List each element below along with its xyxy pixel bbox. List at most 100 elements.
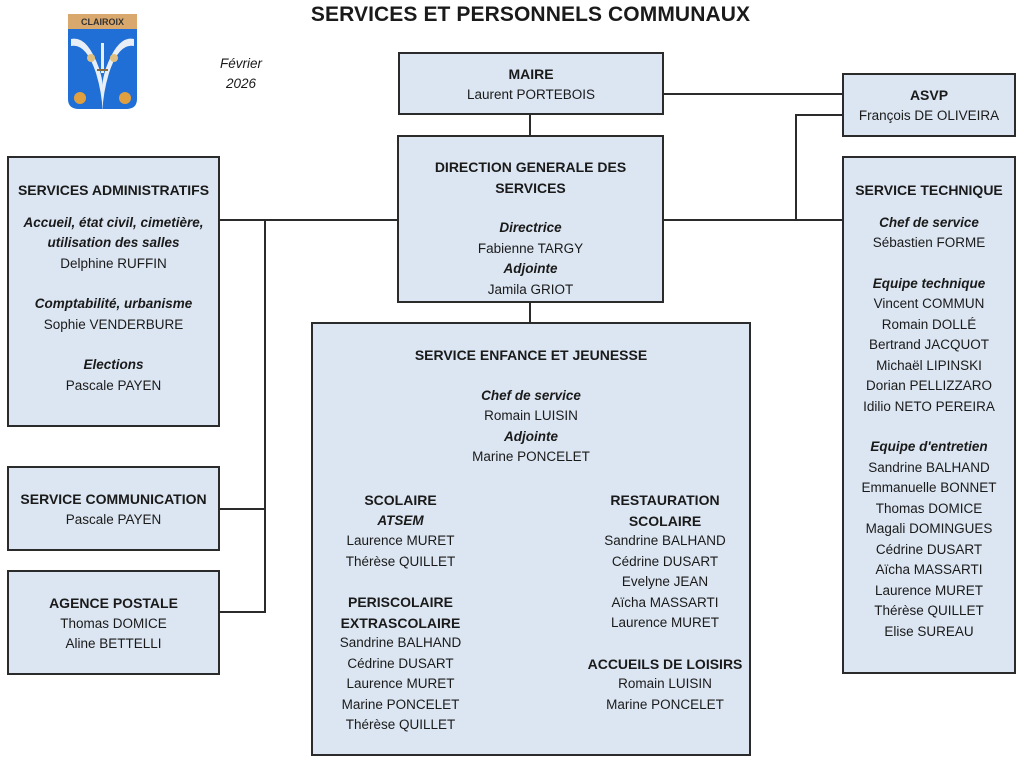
fleur-de-lis-icon	[87, 54, 95, 62]
enfance-left-column: SCOLAIRE ATSEM Laurence MURET Thérèse QU…	[313, 490, 488, 736]
asvp-name: François DE OLIVEIRA	[858, 107, 1000, 123]
admin-role-comptabilite: Comptabilité, urbanisme	[34, 296, 193, 311]
connector-asvp-lower	[795, 114, 843, 116]
enfance-title: SERVICE ENFANCE ET JEUNESSE	[414, 347, 648, 363]
enfance-name-adjointe: Marine PONCELET	[472, 449, 590, 464]
dgs-role-directrice: Directrice	[499, 220, 562, 235]
equipe-technique-member: Bertrand JACQUOT	[868, 337, 990, 352]
equipe-technique-label: Equipe technique	[872, 275, 986, 291]
periscolaire-title-1: PERISCOLAIRE	[347, 594, 453, 610]
technique-role-chef: Chef de service	[879, 214, 979, 230]
asvp-title: ASVP	[909, 87, 949, 103]
scolaire-name: Laurence MURET	[346, 533, 455, 548]
enfance-role-adjointe: Adjointe	[504, 428, 558, 444]
dgs-name-adjointe: Jamila GRIOT	[487, 281, 574, 297]
asvp-box: ASVP François DE OLIVEIRA	[842, 73, 1016, 137]
restauration-name: Aïcha MASSARTI	[611, 594, 719, 610]
maire-name: Laurent PORTEBOIS	[466, 86, 596, 102]
maire-box: MAIRE Laurent PORTEBOIS	[398, 52, 664, 115]
scolaire-subrole: ATSEM	[377, 512, 424, 528]
dgs-role-adjointe: Adjointe	[503, 261, 558, 276]
river-icon	[71, 38, 134, 111]
periscolaire-title-2: EXTRASCOLAIRE	[340, 614, 461, 631]
admin-title: SERVICES ADMINISTRATIFS	[17, 182, 210, 198]
periscolaire-name: Thérèse QUILLET	[345, 717, 456, 732]
fleur-de-lis-icon	[110, 54, 118, 62]
banner	[68, 14, 137, 29]
equipe-entretien-member: Aïcha MASSARTI	[875, 562, 983, 577]
connector-admin-dgs	[219, 219, 398, 221]
restauration-name: Evelyne JEAN	[621, 574, 709, 589]
communication-box: SERVICE COMMUNICATION Pascale PAYEN	[7, 466, 220, 551]
scolaire-name: Thérèse QUILLET	[345, 553, 456, 569]
equipe-technique-member: Michaël LIPINSKI	[876, 357, 982, 373]
equipe-entretien-member: Laurence MURET	[874, 582, 984, 598]
restauration-name: Cédrine DUSART	[611, 553, 719, 569]
admin-role-accueil-1: Accueil, état civil, cimetière,	[23, 214, 204, 230]
admin-name-comptabilite: Sophie VENDERBURE	[43, 316, 184, 332]
shell-icon	[74, 92, 86, 104]
equipe-entretien-member: Sandrine BALHAND	[868, 459, 990, 475]
equipe-entretien-member: Thérèse QUILLET	[874, 603, 984, 618]
logo-text: CLAIROIX	[81, 17, 124, 27]
periscolaire-name: Marine PONCELET	[341, 696, 460, 712]
maire-title: MAIRE	[508, 66, 554, 82]
enfance-role-chef: Chef de service	[481, 387, 581, 403]
restauration-title-2: SCOLAIRE	[628, 512, 702, 529]
admin-box: SERVICES ADMINISTRATIFS Accueil, état ci…	[7, 156, 220, 427]
technique-title: SERVICE TECHNIQUE	[855, 182, 1003, 198]
admin-name-elections: Pascale PAYEN	[65, 377, 162, 393]
dgs-name-directrice: Fabienne TARGY	[477, 240, 584, 256]
dgs-box: DIRECTION GENERALE DES SERVICES Directri…	[397, 135, 664, 303]
loisirs-title: ACCUEILS DE LOISIRS	[587, 655, 743, 672]
communication-title: SERVICE COMMUNICATION	[20, 491, 207, 507]
equipe-entretien-member: Emmanuelle BONNET	[861, 480, 997, 495]
equipe-technique-member: Romain DOLLÉ	[881, 316, 977, 332]
equipe-entretien-member: Thomas DOMICE	[875, 500, 983, 516]
technique-name-chef: Sébastien FORME	[872, 235, 986, 250]
dgs-title: DIRECTION GENERALE DES SERVICES	[434, 159, 627, 196]
enfance-box: SERVICE ENFANCE ET JEUNESSE Chef de serv…	[311, 322, 751, 756]
equipe-technique-member: Vincent COMMUN	[873, 296, 985, 311]
date-year: 2026	[225, 76, 257, 91]
connector-dgs-technique	[663, 219, 843, 221]
restauration-name: Sandrine BALHAND	[604, 533, 726, 548]
equipe-technique-member: Dorian PELLIZZARO	[865, 378, 993, 393]
admin-name-accueil: Delphine RUFFIN	[60, 255, 167, 271]
equipe-entretien-member: Magali DOMINGUES	[865, 521, 993, 536]
postale-name: Aline BETTELLI	[65, 636, 162, 651]
enfance-right-column: RESTAURATION SCOLAIRE Sandrine BALHAND C…	[575, 490, 755, 715]
equipe-technique-member: Idilio NETO PEREIRA	[863, 398, 995, 414]
periscolaire-name: Laurence MURET	[346, 676, 455, 691]
admin-role-elections: Elections	[83, 357, 144, 372]
enfance-name-chef: Romain LUISIN	[484, 408, 578, 423]
equipe-entretien-label: Equipe d'entretien	[870, 439, 988, 454]
technique-box: SERVICE TECHNIQUE Chef de service Sébast…	[842, 156, 1016, 674]
postale-name: Thomas DOMICE	[60, 615, 167, 631]
connector-dgs-enfance	[529, 302, 531, 323]
page-title: SERVICES ET PERSONNELS COMMUNAUX	[310, 3, 751, 26]
sword-icon	[101, 43, 104, 73]
postale-box: AGENCE POSTALE Thomas DOMICE Aline BETTE…	[7, 570, 220, 675]
shell-icon	[119, 92, 131, 104]
admin-role-accueil-2: utilisation des salles	[47, 235, 180, 250]
equipe-entretien-member: Cédrine DUSART	[875, 541, 983, 557]
connector-maire-dgs	[529, 114, 531, 136]
loisirs-name: Marine PONCELET	[606, 696, 724, 712]
restauration-name: Laurence MURET	[610, 615, 720, 630]
communication-name: Pascale PAYEN	[65, 511, 162, 527]
date-month: Février	[219, 56, 262, 71]
periscolaire-name: Sandrine BALHAND	[339, 635, 462, 650]
connector-maire-asvp	[663, 93, 843, 95]
restauration-title-1: RESTAURATION	[610, 492, 720, 508]
clairoix-coat-of-arms-logo: CLAIROIX	[68, 14, 137, 111]
postale-title: AGENCE POSTALE	[49, 595, 178, 611]
periscolaire-name: Cédrine DUSART	[347, 655, 454, 671]
loisirs-name: Romain LUISIN	[618, 676, 712, 691]
connector-right-vertical	[795, 114, 797, 220]
date-label: Février 2026	[206, 54, 276, 94]
equipe-entretien-member: Elise SUREAU	[884, 623, 974, 639]
scolaire-title: SCOLAIRE	[364, 492, 437, 508]
connector-communication	[219, 508, 265, 510]
connector-postale	[219, 611, 265, 613]
